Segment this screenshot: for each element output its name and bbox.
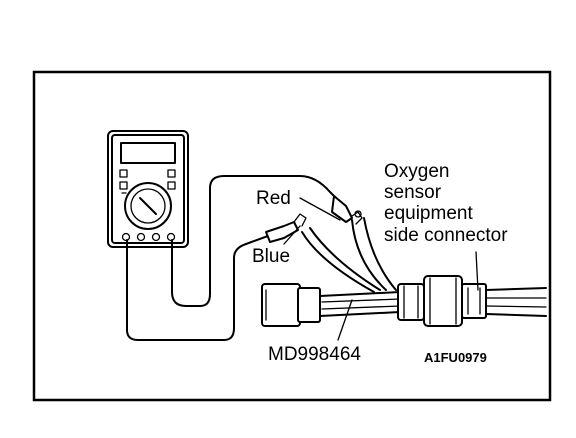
- figure-frame: [32, 70, 552, 402]
- connector-label-line-4: side connector: [384, 225, 508, 246]
- selector-dial: [124, 182, 172, 230]
- oxygen-sensor-connector: [461, 283, 547, 319]
- multimeter: [107, 130, 189, 248]
- test-harness-md998464: [261, 217, 463, 327]
- red-probe-clip: [331, 195, 363, 225]
- blue-lead-label: Blue: [252, 246, 290, 267]
- connector-label: Oxygen sensor equipment side connector: [384, 161, 508, 246]
- red-leader-line: [299, 197, 341, 221]
- connector-label-line-1: Oxygen: [384, 161, 449, 182]
- tool-part-number: MD998464: [268, 344, 361, 365]
- connector-label-line-3: equipment: [384, 203, 473, 224]
- red-lead-label: Red: [256, 188, 291, 209]
- tool-leader-line: [337, 299, 353, 341]
- multimeter-display: [120, 142, 176, 164]
- blue-test-lead: [126, 235, 269, 341]
- blue-leader-line: [283, 225, 301, 245]
- figure-code: A1FU0979: [424, 350, 487, 365]
- red-test-lead: [171, 175, 339, 307]
- blue-probe-clip: [265, 213, 307, 243]
- connector-label-line-2: sensor: [384, 182, 442, 203]
- connector-leader-line: [475, 251, 479, 291]
